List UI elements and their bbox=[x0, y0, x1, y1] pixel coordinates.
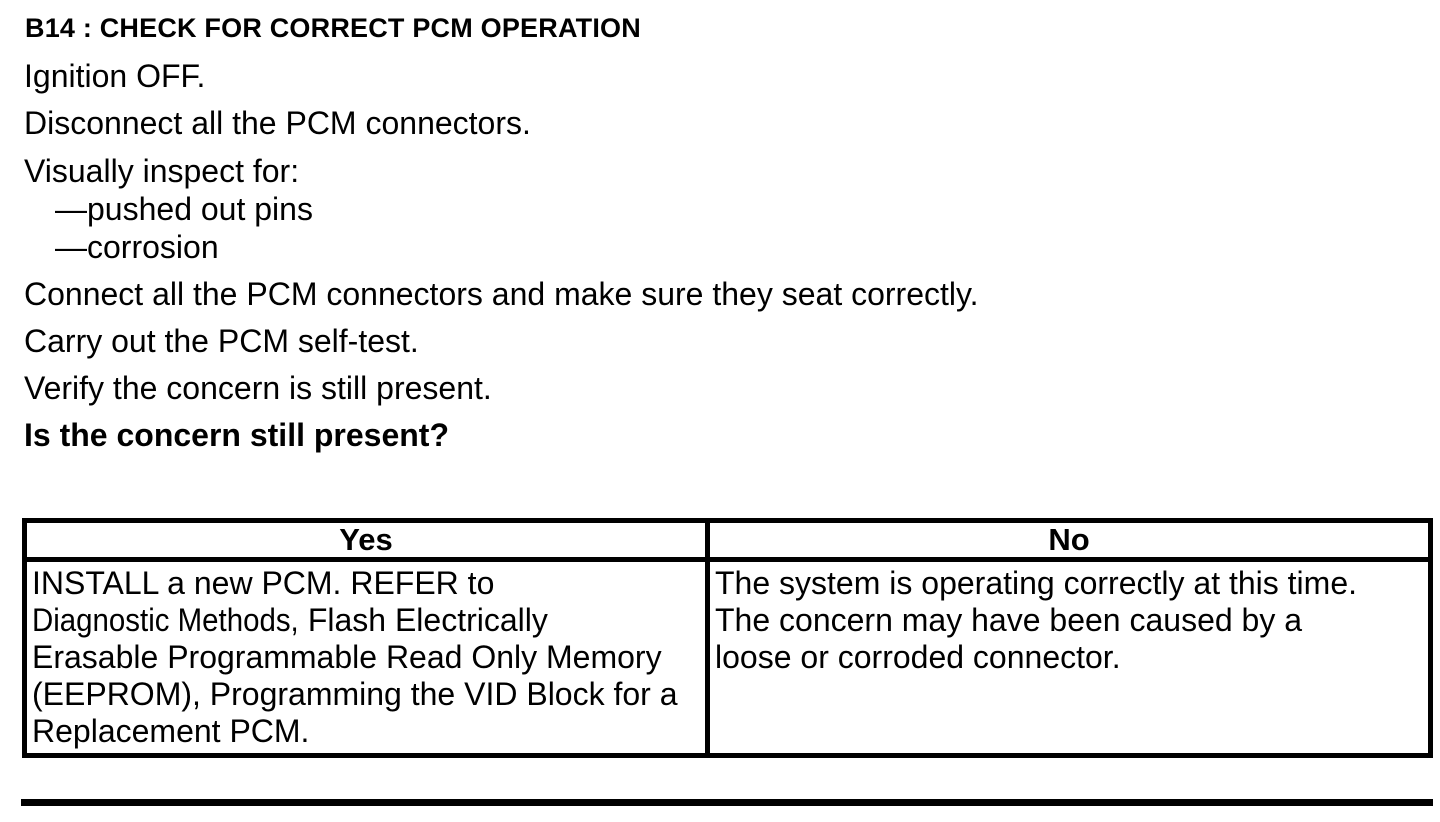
page-bottom-rule bbox=[21, 799, 1433, 806]
yes-action-line-1: INSTALL a new PCM. REFER to bbox=[32, 565, 495, 601]
yes-action-line-4: (EEPROM), Programming the VID Block for … bbox=[32, 676, 678, 712]
yes-action-cell: INSTALL a new PCM. REFER to Diagnostic M… bbox=[22, 557, 710, 758]
step-ignition-off: Ignition OFF. bbox=[24, 58, 206, 94]
step-visually-inspect: Visually inspect for: bbox=[24, 153, 300, 189]
decision-question: Is the concern still present? bbox=[24, 417, 449, 453]
no-result-line-1: The system is operating correctly at thi… bbox=[715, 565, 1357, 601]
yes-action-line-5: Replacement PCM. bbox=[32, 713, 310, 749]
step-pcm-self-test: Carry out the PCM self-test. bbox=[24, 323, 419, 359]
section-heading: B14 : CHECK FOR CORRECT PCM OPERATION bbox=[25, 13, 641, 43]
no-column-header: No bbox=[705, 518, 1433, 562]
yes-action-line-2-rest: Flash Electrically bbox=[307, 602, 548, 638]
inspect-item-pushed-pins: —pushed out pins bbox=[55, 191, 313, 227]
decision-table-header-row: Yes No bbox=[22, 518, 1433, 562]
no-result-cell: The system is operating correctly at thi… bbox=[705, 557, 1433, 758]
inspect-item-corrosion: —corrosion bbox=[55, 229, 219, 265]
step-connect-connectors: Connect all the PCM connectors and make … bbox=[24, 276, 979, 312]
step-disconnect-connectors: Disconnect all the PCM connectors. bbox=[24, 105, 531, 141]
decision-table: Yes No INSTALL a new PCM. REFER to Diagn… bbox=[22, 518, 1433, 758]
yes-column-header: Yes bbox=[22, 518, 710, 562]
no-result-line-2: The concern may have been caused by a bbox=[715, 602, 1303, 638]
decision-table-body-row: INSTALL a new PCM. REFER to Diagnostic M… bbox=[22, 557, 1433, 758]
yes-action-line-2: Diagnostic Methods, Flash Electrically bbox=[32, 602, 701, 639]
diagnostic-methods-reference: Diagnostic Methods, bbox=[32, 602, 299, 638]
step-verify-concern: Verify the concern is still present. bbox=[24, 370, 492, 406]
yes-action-line-3: Erasable Programmable Read Only Memory bbox=[32, 639, 662, 675]
no-result-line-3: loose or corroded connector. bbox=[715, 639, 1121, 675]
